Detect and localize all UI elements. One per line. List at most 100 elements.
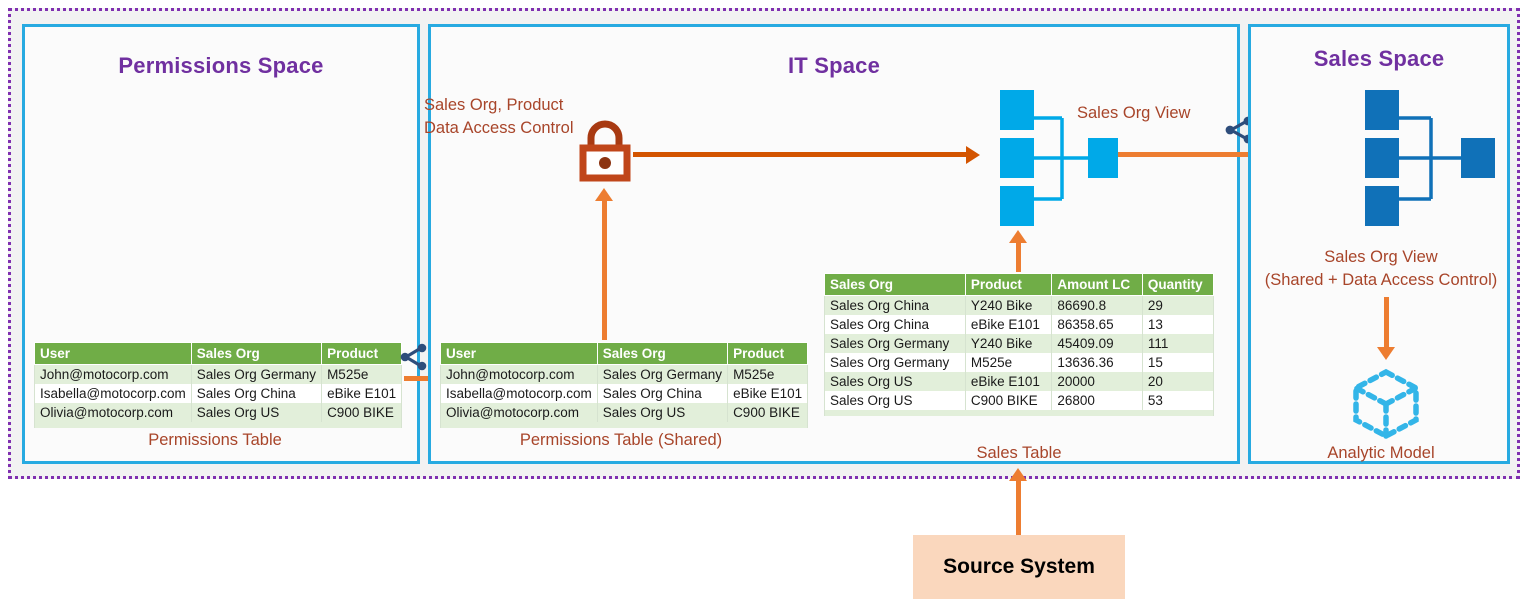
cell-sales-org: Sales Org US [190,403,323,422]
sales-table-label: Sales Table [976,444,1062,462]
table-row: John@motocorp.com Sales Org Germany M525… [34,364,403,384]
column-header-quantity: Quantity [1141,273,1215,296]
column-header-product: Product [727,342,809,365]
cell-user: John@motocorp.com [34,364,192,384]
column-header-product: Product [321,342,403,365]
column-header-user: User [34,342,192,365]
table-row: Isabella@motocorp.com Sales Org China eB… [34,384,403,403]
column-header-user: User [440,342,598,365]
cell-product: M525e [727,364,809,384]
cell-amount-lc: 86358.65 [1051,315,1143,334]
column-header-product: Product [964,273,1053,296]
cell-quantity: 29 [1141,295,1215,315]
cell-sales-org: Sales Org US [824,391,966,410]
cell-product: eBike E101 [321,384,403,403]
cell-amount-lc: 20000 [1051,372,1143,391]
permissions-table-shared-label: Permissions Table (Shared) [519,431,723,449]
flow-line-sales-table-to-view [1016,240,1021,272]
flow-arrowhead-sales-table-to-view [1009,230,1027,243]
table-row-spacer [33,422,403,428]
cell-product: M525e [321,364,403,384]
flow-line-shared-to-lock [602,198,607,340]
cell-quantity: 20 [1141,372,1215,391]
cell-sales-org: Sales Org Germany [596,364,729,384]
table-header-row: User Sales Org Product [440,342,809,365]
sales-table: Sales Org Product Amount LC Quantity Sal… [824,273,1215,416]
cell-user: Olivia@motocorp.com [34,403,192,422]
cell-sales-org: Sales Org Germany [824,334,966,353]
cell-quantity: 53 [1141,391,1215,410]
flow-line-lock-to-view [633,152,973,157]
cell-product: eBike E101 [964,372,1053,391]
flow-line-permissions-to-it [404,376,432,381]
cell-user: Olivia@motocorp.com [440,403,598,422]
data-access-control-label-line1: Sales Org, Product [424,96,564,114]
cell-amount-lc: 45409.09 [1051,334,1143,353]
lock-icon [579,120,631,182]
cell-product: M525e [964,353,1053,372]
cell-sales-org: Sales Org Germany [190,364,323,384]
permissions-table-label: Permissions Table [148,431,282,449]
cell-amount-lc: 13636.36 [1051,353,1143,372]
table-row: Olivia@motocorp.com Sales Org US C900 BI… [440,403,809,422]
cell-quantity: 15 [1141,353,1215,372]
cell-sales-org: Sales Org China [824,295,966,315]
flow-arrowhead-shared-to-lock [595,188,613,201]
cell-sales-org: Sales Org US [824,372,966,391]
cell-amount-lc: 26800 [1051,391,1143,410]
table-row-spacer [824,410,1214,416]
table-row: John@motocorp.com Sales Org Germany M525… [440,364,809,384]
column-header-sales-org: Sales Org [190,342,323,365]
table-row-spacer [439,422,809,428]
cell-sales-org: Sales Org US [596,403,729,422]
table-row: Olivia@motocorp.com Sales Org US C900 BI… [34,403,403,422]
sales-space-title: Sales Space [1313,46,1445,71]
cell-quantity: 111 [1141,334,1215,353]
cell-product: C900 BIKE [727,403,809,422]
sales-org-view-shared-label-line2: (Shared + Data Access Control) [1264,271,1498,289]
cell-product: eBike E101 [964,315,1053,334]
permissions-table-shared: User Sales Org Product John@motocorp.com… [439,342,809,428]
column-header-sales-org: Sales Org [824,273,966,296]
permissions-table: User Sales Org Product John@motocorp.com… [33,342,403,428]
flow-line-source-to-sales-table [1016,478,1021,536]
share-icon [400,343,427,371]
cell-sales-org: Sales Org China [824,315,966,334]
table-row: Sales Org US C900 BIKE 26800 53 [824,391,1215,410]
cell-product: eBike E101 [727,384,809,403]
view-graph-icon [1365,90,1495,226]
table-row: Sales Org Germany M525e 13636.36 15 [824,353,1215,372]
cell-sales-org: Sales Org China [190,384,323,403]
analytic-model-label: Analytic Model [1327,444,1435,462]
data-access-control-label-line2: Data Access Control [424,119,574,137]
sales-org-view-label: Sales Org View [1077,104,1191,122]
table-header-row: Sales Org Product Amount LC Quantity [824,273,1215,296]
cell-amount-lc: 86690.8 [1051,295,1143,315]
cell-user: Isabella@motocorp.com [34,384,192,403]
sales-org-view-shared-label-line1: Sales Org View [1324,248,1438,266]
cell-sales-org: Sales Org China [596,384,729,403]
cell-product: Y240 Bike [964,334,1053,353]
table-row: Sales Org China Y240 Bike 86690.8 29 [824,295,1215,315]
flow-arrowhead-lock-to-view [966,146,980,164]
view-graph-icon [1000,90,1118,226]
flow-line-it-to-sales [1118,152,1350,157]
cell-quantity: 13 [1141,315,1215,334]
table-row: Isabella@motocorp.com Sales Org China eB… [440,384,809,403]
column-header-sales-org: Sales Org [596,342,729,365]
column-header-amount-lc: Amount LC [1051,273,1143,296]
cell-product: C900 BIKE [321,403,403,422]
cell-user: John@motocorp.com [440,364,598,384]
cell-product: C900 BIKE [964,391,1053,410]
source-system-box: Source System [913,535,1125,599]
table-row: Sales Org Germany Y240 Bike 45409.09 111 [824,334,1215,353]
cell-product: Y240 Bike [964,295,1053,315]
flow-arrowhead-view-to-model [1377,347,1395,360]
flow-arrowhead-source-to-sales-table [1009,468,1027,481]
analytic-model-cube-icon [1353,368,1419,440]
permissions-space-title: Permissions Space [118,53,324,78]
table-header-row: User Sales Org Product [34,342,403,365]
cell-user: Isabella@motocorp.com [440,384,598,403]
source-system-label: Source System [943,555,1095,578]
table-row: Sales Org US eBike E101 20000 20 [824,372,1215,391]
